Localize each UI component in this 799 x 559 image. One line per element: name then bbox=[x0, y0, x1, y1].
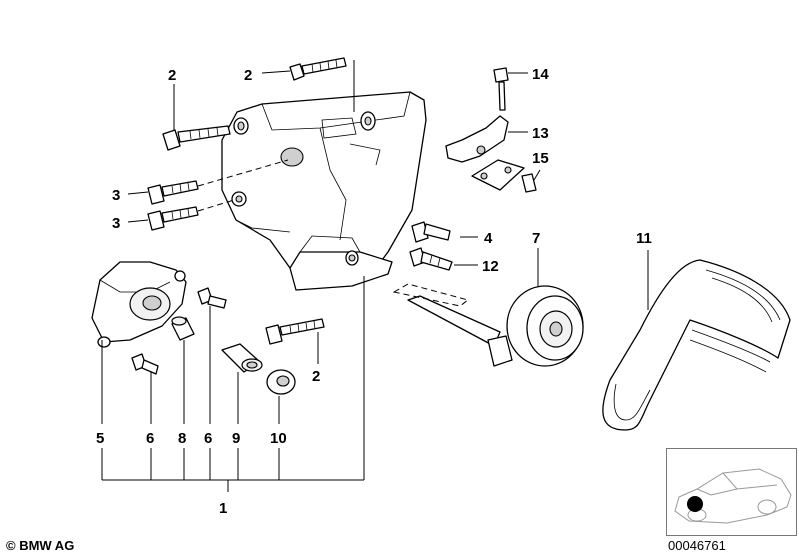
callout-9: 9 bbox=[232, 430, 240, 447]
idler-pulley-assembly bbox=[392, 283, 584, 367]
callout-6-right: 6 bbox=[204, 430, 212, 447]
callout-2-top: 2 bbox=[244, 67, 252, 84]
plate-gasket bbox=[471, 159, 525, 191]
callout-2-left: 2 bbox=[168, 67, 176, 84]
callout-8: 8 bbox=[178, 430, 186, 447]
callout-7: 7 bbox=[532, 230, 540, 247]
bracket bbox=[221, 91, 427, 291]
bolt-top-2 bbox=[289, 57, 347, 81]
bracket-13 bbox=[445, 115, 509, 163]
vehicle-locator-thumbnail bbox=[666, 448, 797, 536]
callout-1: 1 bbox=[219, 500, 227, 517]
sleeve-9 bbox=[221, 343, 263, 373]
tensioner-assembly bbox=[91, 261, 187, 348]
bolt-6-left bbox=[131, 353, 159, 375]
callout-10: 10 bbox=[270, 430, 287, 447]
bolt-lower-3 bbox=[147, 206, 199, 231]
callout-14: 14 bbox=[532, 66, 549, 83]
callout-3-upper: 3 bbox=[112, 187, 120, 204]
callout-3-lower: 3 bbox=[112, 215, 120, 232]
callout-15: 15 bbox=[532, 150, 549, 167]
callout-13: 13 bbox=[532, 125, 549, 142]
location-dot bbox=[687, 496, 703, 512]
callout-6-left: 6 bbox=[146, 430, 154, 447]
washer-10 bbox=[266, 369, 296, 395]
callout-12: 12 bbox=[482, 258, 499, 275]
bolt-upper-3 bbox=[147, 180, 199, 205]
callout-2-lower: 2 bbox=[312, 368, 320, 385]
bolt-14 bbox=[493, 67, 509, 111]
bolt-12 bbox=[409, 247, 453, 271]
bolt-6-right bbox=[197, 287, 227, 309]
car-outline-icon bbox=[674, 468, 792, 524]
callout-4: 4 bbox=[484, 230, 493, 247]
bolt-4 bbox=[411, 221, 451, 243]
bolt-15 bbox=[521, 173, 537, 193]
bushing-8 bbox=[171, 316, 195, 341]
copyright-notice: © BMW AG bbox=[6, 538, 75, 553]
callout-5: 5 bbox=[96, 430, 104, 447]
bolt-left-2 bbox=[162, 125, 231, 151]
callouts: 1 2 2 2 3 3 4 5 6 6 7 8 9 10 11 12 13 14… bbox=[96, 66, 652, 517]
callout-11: 11 bbox=[636, 230, 652, 247]
leader-lines bbox=[101, 60, 649, 492]
ribbed-belt bbox=[602, 259, 791, 431]
diagram-number: 00046761 bbox=[668, 538, 726, 553]
bolt-lower-2 bbox=[265, 318, 325, 345]
